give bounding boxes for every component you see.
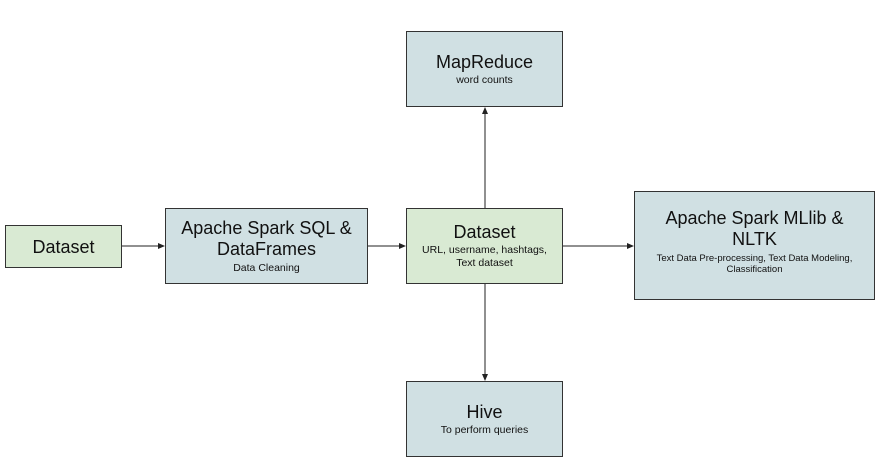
node-dataset-input: Dataset (5, 225, 122, 268)
node-dataset-processed-title: Dataset (453, 222, 516, 242)
node-spark-sql-subtitle: Data Cleaning (233, 262, 300, 274)
node-hive: Hive To perform queries (406, 381, 563, 457)
node-mapreduce: MapReduce word counts (406, 31, 563, 107)
node-dataset-processed-subtitle: URL, username, hashtags, Text dataset (422, 244, 547, 269)
node-spark-sql-title: Apache Spark SQL & DataFrames (181, 218, 352, 259)
node-hive-subtitle: To perform queries (440, 424, 529, 436)
node-mllib-subtitle: Text Data Pre-processing, Text Data Mode… (656, 253, 853, 275)
node-mllib-title: Apache Spark MLlib & NLTK (665, 208, 844, 249)
node-mllib: Apache Spark MLlib & NLTK Text Data Pre-… (634, 191, 875, 300)
node-dataset-processed: Dataset URL, username, hashtags, Text da… (406, 208, 563, 284)
node-hive-title: Hive (466, 402, 503, 422)
node-mapreduce-title: MapReduce (435, 52, 534, 72)
node-dataset-input-title: Dataset (32, 236, 95, 257)
node-mapreduce-subtitle: word counts (456, 74, 513, 86)
node-spark-sql: Apache Spark SQL & DataFrames Data Clean… (165, 208, 368, 284)
